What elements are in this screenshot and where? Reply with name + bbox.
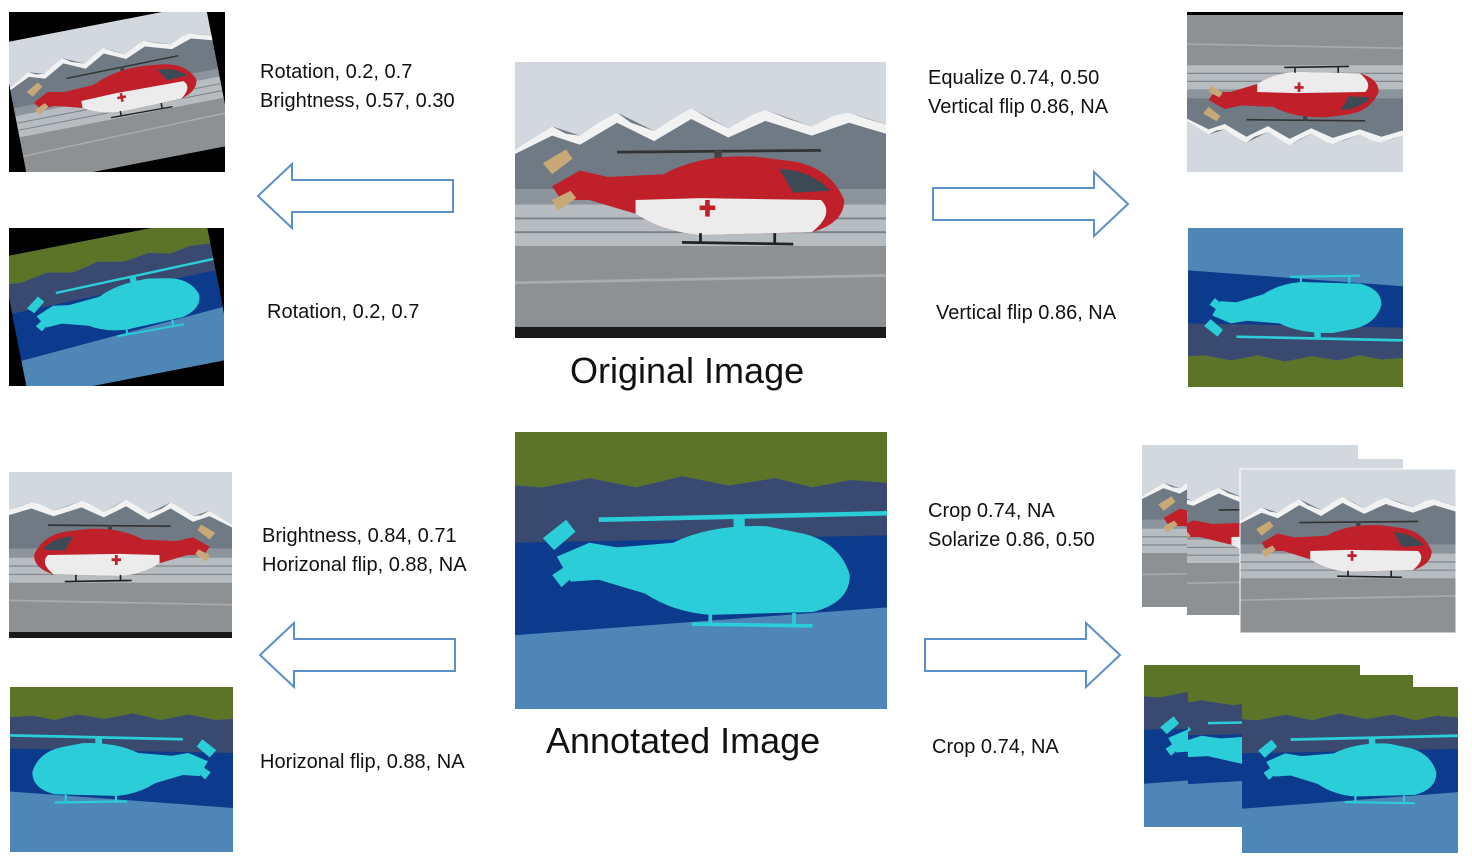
vertically-flipped-photo	[1187, 12, 1403, 172]
vertically-flipped-mask	[1188, 228, 1403, 387]
augmentation-line: Brightness, 0.57, 0.30	[260, 90, 455, 112]
horizontally-flipped-photo	[9, 472, 232, 638]
augmentation-line: Horizonal flip, 0.88, NA	[262, 554, 467, 576]
top-left-photo-text: Rotation, 0.2, 0.7 Brightness, 0.57, 0.3…	[260, 58, 455, 116]
augmentation-line: Crop 0.74, NA	[928, 500, 1055, 522]
bottom-right-photo-text: Crop 0.74, NA Solarize 0.86, 0.50	[928, 497, 1095, 555]
cropped-mask-stack	[1144, 665, 1458, 855]
augmentation-line: Brightness, 0.84, 0.71	[262, 525, 457, 547]
right-arrow-top	[932, 170, 1130, 238]
top-left-mask-text: Rotation, 0.2, 0.7	[267, 301, 420, 323]
horizontally-flipped-mask	[10, 687, 233, 852]
top-right-photo-text: Equalize 0.74, 0.50 Vertical flip 0.86, …	[928, 64, 1108, 122]
augmentation-line: Vertical flip 0.86, NA	[928, 96, 1109, 118]
original-image-caption: Original Image	[570, 350, 805, 391]
cropped-photo-stack	[1142, 445, 1458, 635]
annotated-image	[515, 432, 887, 709]
augmentation-line: Equalize 0.74, 0.50	[928, 67, 1100, 89]
top-right-mask-text: Vertical flip 0.86, NA	[936, 302, 1117, 324]
rotated-photo	[9, 12, 225, 172]
augmentation-line: Solarize 0.86, 0.50	[928, 529, 1095, 551]
bottom-left-photo-text: Brightness, 0.84, 0.71 Horizonal flip, 0…	[262, 522, 467, 580]
rotated-mask	[9, 228, 224, 386]
bottom-left-mask-text: Horizonal flip, 0.88, NA	[260, 751, 465, 773]
original-image	[515, 62, 886, 338]
bottom-right-mask-text: Crop 0.74, NA	[932, 736, 1059, 758]
right-arrow-bottom	[924, 621, 1122, 689]
left-arrow-top	[256, 162, 454, 230]
annotated-image-caption: Annotated Image	[546, 720, 821, 761]
left-arrow-bottom	[258, 621, 456, 689]
augmentation-line: Rotation, 0.2, 0.7	[260, 61, 413, 83]
